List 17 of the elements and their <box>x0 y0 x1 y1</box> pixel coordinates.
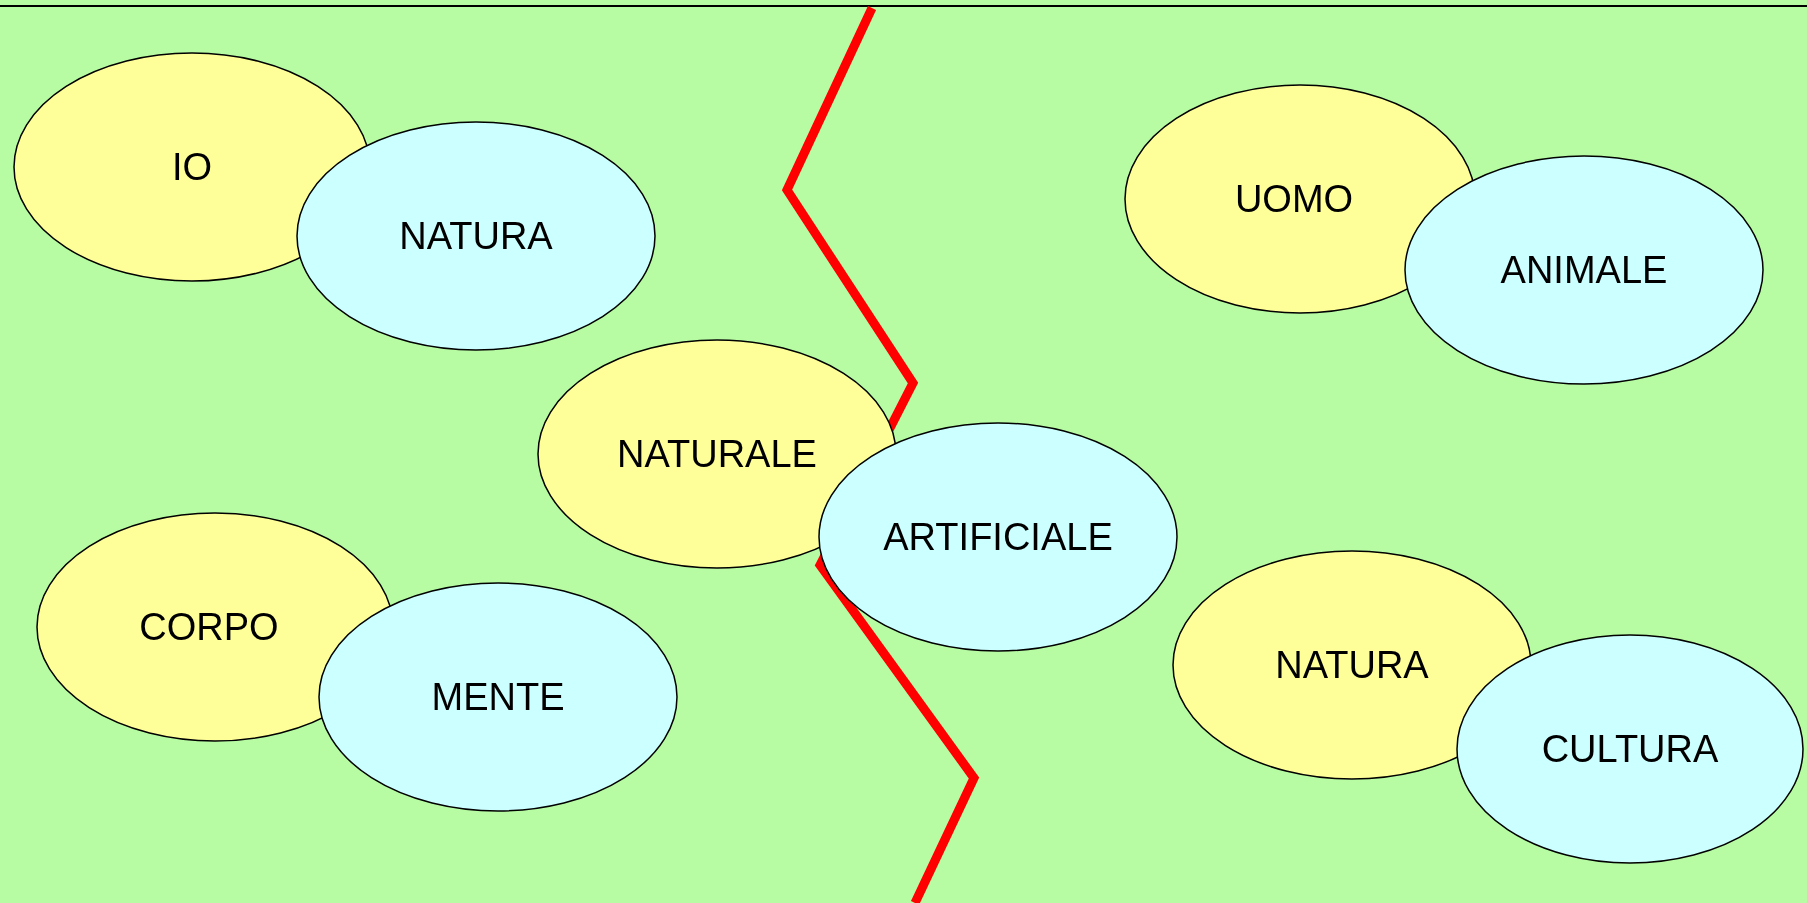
word-label: UOMO <box>1234 177 1354 221</box>
word-label: IO <box>171 145 213 189</box>
oval-shape <box>1124 84 1476 314</box>
word-label: NATURA <box>1275 643 1429 687</box>
word-label: CORPO <box>139 605 279 649</box>
word-label: MENTE <box>431 675 565 719</box>
oval-shape <box>1456 634 1804 864</box>
oval-shape <box>296 121 656 351</box>
word-label: CULTURA <box>1541 727 1719 771</box>
oval-shape <box>818 422 1178 652</box>
word-label: NATURA <box>399 214 553 258</box>
word-label: NATURALE <box>617 432 817 476</box>
oval-shape <box>1404 155 1764 385</box>
word-label: ANIMALE <box>1500 248 1668 292</box>
word-label: ARTIFICIALE <box>883 515 1113 559</box>
oval-shape <box>1172 550 1532 780</box>
oval-shape <box>318 582 678 812</box>
